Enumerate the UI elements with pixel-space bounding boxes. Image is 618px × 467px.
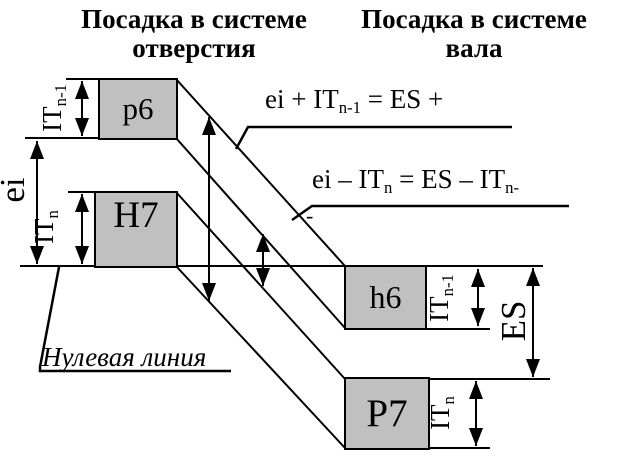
dim-label-it-n1-left-base: IT — [36, 106, 67, 132]
formula1-leader — [234, 125, 512, 150]
formula2-mid: = ES – IT — [392, 164, 506, 194]
title-hole-system-line2: отверстия — [132, 33, 256, 63]
tolerance-zone-P7: P7 — [344, 377, 430, 450]
zone-label-H7: H7 — [113, 195, 159, 236]
dim-label-it-n-right-base: IT — [424, 404, 455, 430]
callout-leaders — [38, 125, 569, 373]
dim-label-it-n1-right-sub: n-1 — [438, 274, 458, 297]
zero-line-leader — [38, 266, 231, 373]
dim-label-it-n1-left: ITn-1 — [37, 84, 71, 132]
tolerance-zone-h6: h6 — [344, 265, 427, 330]
title-hole-system-line1: Посадка в системе — [81, 4, 307, 34]
title-shaft-system-line1: Посадка в системе — [361, 4, 587, 34]
dim-label-it-n-left: ITn — [29, 210, 63, 244]
dim-label-it-n1-right: ITn-1 — [424, 274, 458, 322]
tolerance-zone-H7: H7 — [94, 191, 178, 268]
formula2-wrapped-dash: - — [306, 203, 314, 228]
dim-label-it-n-right: ITn — [425, 396, 459, 430]
title-hole-system: Посадка в системе отверстия — [38, 5, 350, 63]
title-shaft-system: Посадка в системе вала — [330, 5, 618, 63]
dim-label-it-n1-left-sub: n-1 — [51, 84, 71, 107]
zero-line-label: Нулевая линия — [42, 342, 207, 372]
title-shaft-system-line2: вала — [445, 33, 503, 63]
dim-label-it-n-left-sub: n — [43, 210, 63, 219]
dim-label-it-n-left-base: IT — [28, 218, 59, 244]
tolerance-zone-p6: p6 — [98, 78, 178, 140]
formula-lower-deviation: ei – ITn = ES – ITn- — [312, 164, 519, 198]
formula2-pre: ei – IT — [312, 164, 384, 194]
formula2-sub1: n — [383, 178, 393, 198]
formula-upper-deviation: ei + ITn-1 = ES + — [265, 84, 443, 118]
zone-label-p6: p6 — [122, 91, 154, 126]
formula1-post: = ES + — [361, 84, 444, 114]
dim-label-es-text: ES — [494, 300, 533, 342]
formula2-leader — [291, 204, 569, 222]
formula1-sub: n-1 — [338, 98, 362, 118]
zone-label-h6: h6 — [369, 279, 402, 315]
dim-label-ei: ei — [0, 177, 33, 202]
dim-label-ei-text: ei — [0, 177, 32, 203]
formula1-pre: ei + IT — [265, 84, 339, 114]
dim-label-it-n1-right-base: IT — [423, 296, 454, 322]
diagonal-p6-top — [175, 78, 346, 267]
formula2-sub2: n- — [505, 178, 520, 198]
transfer-diagonals — [175, 78, 346, 449]
dimension-arrows — [30, 81, 540, 446]
zone-label-P7: P7 — [366, 392, 408, 435]
dim-label-es: ES — [494, 301, 534, 342]
dim-label-it-n-right-sub: n — [439, 396, 459, 405]
